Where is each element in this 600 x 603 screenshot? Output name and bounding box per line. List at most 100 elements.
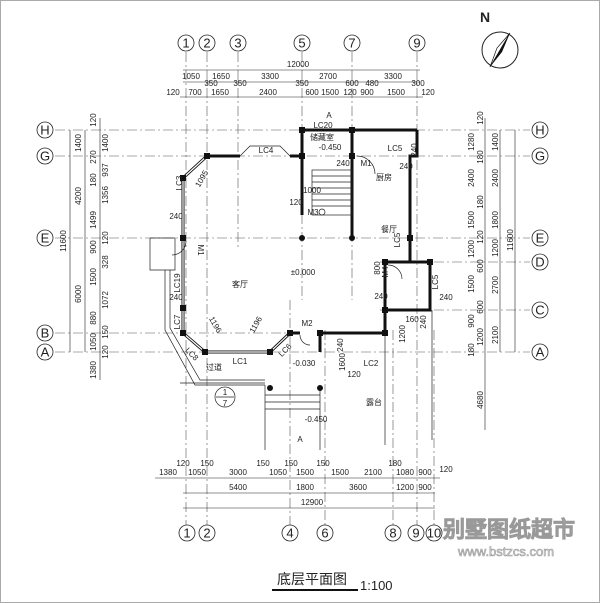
dim-left-detail: 1050	[89, 333, 98, 351]
dim-top-row3: 900	[360, 88, 374, 97]
tag-m1-living: M1	[196, 244, 205, 256]
axis-right-1-label: G	[535, 149, 545, 164]
dim-bottom-row1: 1500	[296, 468, 314, 477]
drawing-title: 底层平面图	[277, 571, 347, 587]
axis-top-0-bubble	[177, 34, 195, 52]
room-storage: 储藏室	[310, 132, 334, 142]
dim-left-mid: 1400	[74, 134, 83, 152]
tag-m4: M4	[381, 266, 390, 278]
tag-lc7: LC7	[173, 314, 182, 329]
tag-lc1: LC1	[233, 357, 248, 366]
north-label: N	[480, 9, 490, 25]
tag-lc3: LC3	[175, 175, 184, 190]
level-corridor: -0.030	[293, 359, 316, 368]
axis-left-0-label: H	[40, 123, 49, 138]
axis-left-3-bubble	[36, 324, 54, 342]
dim-1095: 1095	[193, 168, 210, 188]
axis-top-3-bubble	[293, 34, 311, 52]
dim-right-detail: 120	[476, 230, 485, 244]
axis-bottom-6-label: 10	[427, 526, 441, 541]
axis-right-5-bubble	[531, 343, 549, 361]
dim-bottom-row1: 120	[176, 459, 190, 468]
tag-lc2: LC2	[364, 359, 379, 368]
dim-240: 240	[374, 292, 388, 301]
dim-bottom-row2: 3600	[349, 483, 367, 492]
detail-number: 1	[223, 388, 228, 397]
dim-top-row3: 2400	[259, 88, 277, 97]
section-mark-a: A	[326, 111, 332, 120]
dim-bottom-row1: 3000	[229, 468, 247, 477]
dim-top-row2: 480	[365, 79, 379, 88]
staircase	[311, 169, 353, 216]
dim-top-row3: 1500	[321, 88, 339, 97]
dim-800: 800	[373, 261, 382, 275]
dim-bottom-row1: 1050	[188, 468, 206, 477]
dim-top-row2: 1650	[212, 72, 230, 81]
dim-left-detail: 120	[101, 231, 110, 245]
dim-right-detail: 180	[476, 195, 485, 209]
axis-top-5-label: 9	[413, 36, 420, 51]
dim-right-detail: 1280	[467, 133, 476, 151]
dim-240: 240	[410, 143, 419, 157]
north-arrow-icon	[481, 31, 519, 69]
dim-left-detail: 1499	[89, 211, 98, 229]
axis-left-1-bubble	[36, 147, 54, 165]
axis-bottom-2-label: 4	[286, 526, 293, 541]
axis-bottom-6-bubble	[425, 524, 443, 542]
dim-left-detail: 328	[101, 255, 110, 269]
axis-top-2-bubble	[229, 34, 247, 52]
dim-left-detail: 1500	[89, 268, 98, 286]
axis-right-2-bubble	[531, 229, 549, 247]
tag-lc19: LC19	[173, 273, 182, 293]
dim-right-detail: 900	[467, 314, 476, 328]
axis-left-4-label: A	[41, 345, 50, 360]
tag-lc4: LC4	[259, 146, 274, 155]
dim-right-detail: 4680	[476, 391, 485, 409]
level-entry: -0.450	[305, 415, 328, 424]
dim-bottom-row1: 150	[284, 459, 298, 468]
dim-left-detail: 1072	[101, 291, 110, 309]
tag-m2: M2	[301, 319, 313, 328]
dim-240: 240	[169, 212, 183, 221]
axis-left-3-label: B	[41, 326, 50, 341]
dim-bottom-row1: 900	[418, 468, 432, 477]
axis-bottom-0-bubble	[178, 524, 196, 542]
dim-right-mid: 2100	[491, 326, 500, 344]
dim-top-row3: 120	[343, 88, 357, 97]
dim-1200: 1200	[398, 325, 407, 343]
dim-left-detail: 150	[101, 325, 110, 339]
walls	[149, 127, 433, 450]
axis-left-4-bubble	[36, 343, 54, 361]
dim-left-detail: 120	[89, 113, 98, 127]
dim-left-detail: 120	[101, 345, 110, 359]
axis-bottom-5-bubble	[407, 524, 425, 542]
axis-bottom-1-bubble	[198, 524, 216, 542]
dim-bottom-total: 12900	[301, 498, 324, 507]
dim-bottom-row2: 1200	[396, 483, 414, 492]
dim-1196b: 1196	[248, 315, 265, 335]
dim-top-row2: 600	[345, 79, 359, 88]
dim-right-mid: 1200	[491, 239, 500, 257]
axis-bottom-4-bubble	[384, 524, 402, 542]
dim-right-detail: 1200	[467, 240, 476, 258]
dim-bottom-row1: 150	[316, 459, 330, 468]
detail-callout-symbol	[214, 386, 236, 408]
axis-left-2-label: E	[41, 231, 50, 246]
axis-top-1-label: 2	[203, 36, 210, 51]
axis-right-2-label: E	[536, 231, 545, 246]
dim-right-mid: 1800	[491, 211, 500, 229]
axis-bottom-5-label: 9	[412, 526, 419, 541]
dim-top-total: 12000	[287, 60, 310, 69]
dim-left-detail: 1356	[101, 186, 110, 204]
dim-right-mid: 2700	[491, 276, 500, 294]
room-living: 客厅	[232, 279, 248, 289]
axis-top-4-bubble	[343, 34, 361, 52]
dim-left-detail: 1380	[89, 361, 98, 379]
axis-bottom-3-label: 6	[321, 526, 328, 541]
dim-bottom-row1: 1380	[159, 468, 177, 477]
dim-1196a: 1196	[207, 315, 224, 335]
dim-right-total: 11600	[506, 229, 515, 251]
dim-bottom-row1: 150	[256, 459, 270, 468]
